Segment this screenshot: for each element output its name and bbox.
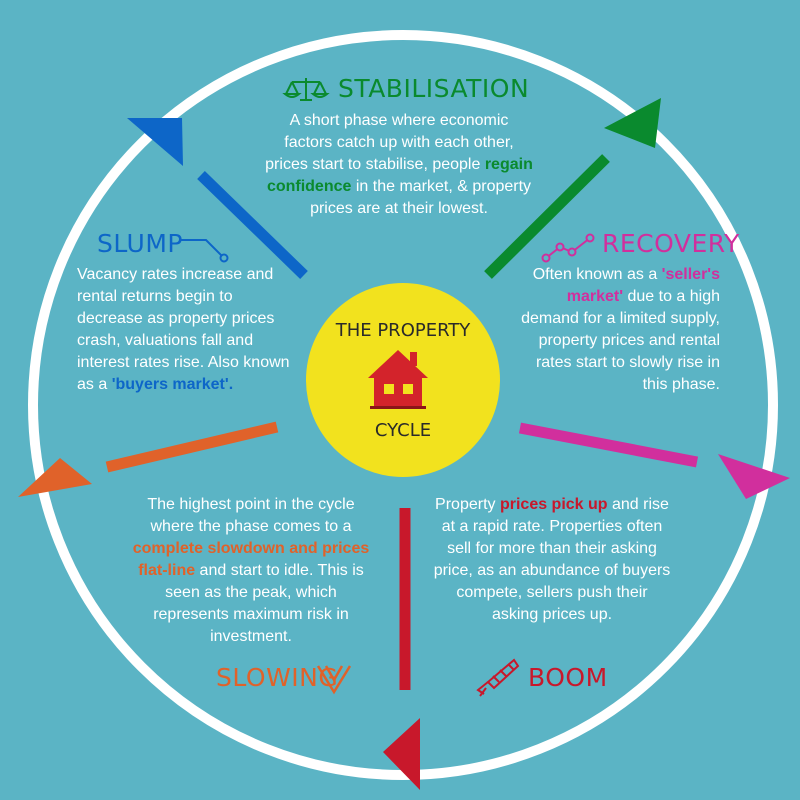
- house-icon: [368, 350, 428, 409]
- stabilisation-heading: STABILISATION: [338, 74, 530, 103]
- cycle-circle: [28, 30, 778, 780]
- boom-highlight: prices pick up: [499, 496, 608, 513]
- arrow-recovery: [518, 422, 790, 499]
- chevron-down-icon: [316, 665, 352, 695]
- scales-icon: [282, 78, 330, 101]
- recovery-description: Often known as a 'seller's market' due t…: [521, 266, 720, 393]
- arrow-boom: [383, 508, 420, 790]
- center-title-line1: THE PROPERTY: [335, 320, 471, 341]
- arrow-slowing: [18, 421, 279, 497]
- slump-heading: SLUMP: [97, 229, 183, 258]
- center-title-line2: CYCLE: [374, 420, 432, 441]
- slowing-description: The highest point in the cycle where the…: [132, 496, 370, 645]
- rocket-icon: [476, 658, 520, 697]
- recovery-heading: RECOVERY: [602, 229, 740, 258]
- line-graph-icon: [541, 233, 595, 263]
- stabilisation-highlight: regain confidence: [266, 156, 533, 195]
- recovery-highlight: 'seller's market': [566, 266, 720, 305]
- decline-line-icon: [180, 239, 229, 263]
- slump-highlight: 'buyers market'.: [111, 376, 234, 393]
- boom-heading: BOOM: [528, 663, 608, 692]
- arrow-stabilisation: [484, 98, 661, 279]
- slowing-heading: SLOWING: [216, 663, 339, 692]
- slump-description: Vacancy rates increase and rental return…: [77, 266, 290, 393]
- boom-description: Property prices pick up and rise at a ra…: [433, 496, 671, 623]
- slowing-highlight: complete slowdown and prices flat-line: [132, 540, 370, 579]
- arrow-slump: [127, 118, 308, 279]
- stabilisation-description: A short phase where economic factors cat…: [265, 112, 533, 217]
